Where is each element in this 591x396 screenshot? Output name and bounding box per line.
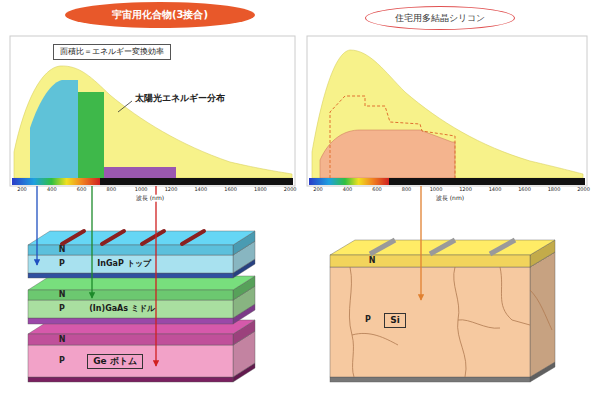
- tick-label: 1600: [223, 187, 238, 193]
- grain-boundary: [352, 333, 398, 345]
- top-cell-area: [30, 80, 78, 178]
- leader-line: [118, 101, 132, 112]
- gaas-p-layer: [28, 286, 255, 318]
- layer-band: (In)GaAs ミドル: [87, 304, 157, 314]
- electrode-finger: [142, 231, 164, 244]
- layer-box: Ge ボトム: [87, 354, 143, 369]
- wavelength-arrow: [91, 186, 92, 298]
- axis-title: 波長 (nm): [435, 195, 465, 202]
- layer-front: [28, 290, 233, 300]
- tick-label: 1600: [517, 187, 532, 193]
- electrode-finger: [370, 240, 395, 254]
- layer-type-label: N: [59, 246, 66, 255]
- tick-label: 1800: [547, 187, 562, 193]
- layer-top: [330, 240, 555, 255]
- layer-front: [28, 345, 233, 377]
- layer-front: [28, 300, 233, 318]
- layer-front: [28, 255, 233, 273]
- tick-label: 400: [46, 187, 58, 193]
- spectrum-bar: [309, 178, 389, 185]
- layer-type-label: N: [59, 291, 66, 300]
- electrode-finger: [102, 231, 124, 244]
- node-text: 面積比＝エネルギー変換効率: [60, 47, 164, 56]
- gaas-n-layer: [28, 276, 255, 300]
- tick-label: 200: [16, 187, 28, 193]
- wavelength-arrow: [420, 186, 421, 300]
- tick-label: 1400: [488, 187, 503, 193]
- si-p-layer: [330, 252, 555, 377]
- node-text: 住宅用多結晶シリコン: [395, 13, 485, 23]
- node-text: (In)GaAs ミドル: [89, 304, 155, 313]
- layer-type-label: P: [59, 260, 65, 269]
- bottom-cell-area: [104, 167, 176, 178]
- axis-title: 波長 (nm): [135, 195, 165, 202]
- middle-cell-area: [78, 92, 104, 178]
- electrode-finger: [490, 240, 515, 254]
- solar-cell-stacks: [28, 231, 555, 382]
- layer-front: [28, 245, 233, 255]
- tick-label: 1200: [458, 187, 473, 193]
- tick-label: 200: [312, 187, 324, 193]
- electrode-finger: [182, 231, 204, 244]
- compound-outline: [330, 96, 455, 178]
- layer-box: Si: [384, 313, 406, 328]
- silicon-area: [320, 130, 455, 178]
- note-box: 面積比＝エネルギー変換効率: [53, 44, 171, 60]
- layer-front: [330, 255, 530, 267]
- layer-front: [330, 377, 530, 382]
- wavelength-arrow: [155, 186, 156, 366]
- tick-label: 1000: [429, 187, 444, 193]
- chart-frame: [10, 36, 295, 186]
- spectrum-curve: [312, 50, 583, 178]
- chart-frame: [307, 36, 587, 186]
- node-text: InGaP トップ: [97, 259, 150, 268]
- grain-boundary: [454, 267, 466, 377]
- title-ellipse: 住宅用多結晶シリコン: [365, 6, 515, 30]
- layer-side: [530, 252, 555, 377]
- tick-label: 400: [342, 187, 354, 193]
- layer-type-label: N: [369, 257, 376, 266]
- si-n-layer: [330, 240, 555, 267]
- tick-label: 1000: [134, 187, 149, 193]
- tick-label: 2000: [576, 187, 591, 193]
- ingap-n-layer: [28, 231, 255, 255]
- layer-type-label: P: [59, 357, 65, 366]
- grain-boundary: [349, 267, 354, 377]
- node-text: Si: [390, 315, 400, 325]
- wavelength-arrow: [36, 186, 37, 265]
- layer-type-label: P: [365, 316, 371, 325]
- infrared-bar: [100, 178, 293, 185]
- layer-front: [28, 334, 233, 345]
- tick-label: 1200: [164, 187, 179, 193]
- tick-label: 600: [371, 187, 383, 193]
- title-ellipse: 宇宙用化合物(3接合): [65, 2, 255, 28]
- curve-label: 太陽光エネルギー分布: [135, 94, 225, 104]
- layer-front: [28, 318, 233, 324]
- ge-p-layer: [28, 331, 255, 377]
- layer-front: [28, 377, 233, 382]
- spectrum-bar: [12, 178, 100, 185]
- grain-boundary: [500, 267, 530, 325]
- grain-boundary: [458, 320, 500, 328]
- layer-band: InGaP トップ: [95, 259, 153, 269]
- tick-label: 800: [401, 187, 413, 193]
- node-text: 宇宙用化合物(3接合): [112, 9, 208, 21]
- tick-label: 1800: [253, 187, 268, 193]
- infrared-bar: [389, 178, 585, 185]
- layer-type-label: P: [59, 305, 65, 314]
- electrode-finger: [430, 240, 455, 254]
- layer-type-label: N: [59, 335, 66, 344]
- tick-label: 600: [76, 187, 88, 193]
- tick-label: 1400: [193, 187, 208, 193]
- node-text: Ge ボトム: [93, 356, 137, 366]
- layer-front: [330, 267, 530, 377]
- layer-front: [28, 273, 233, 278]
- tick-label: 800: [106, 187, 118, 193]
- tick-label: 2000: [283, 187, 298, 193]
- electrode-finger: [62, 231, 84, 244]
- grain-boundary: [530, 290, 552, 330]
- layer-top: [28, 231, 255, 245]
- spectrum-curve: [14, 66, 292, 178]
